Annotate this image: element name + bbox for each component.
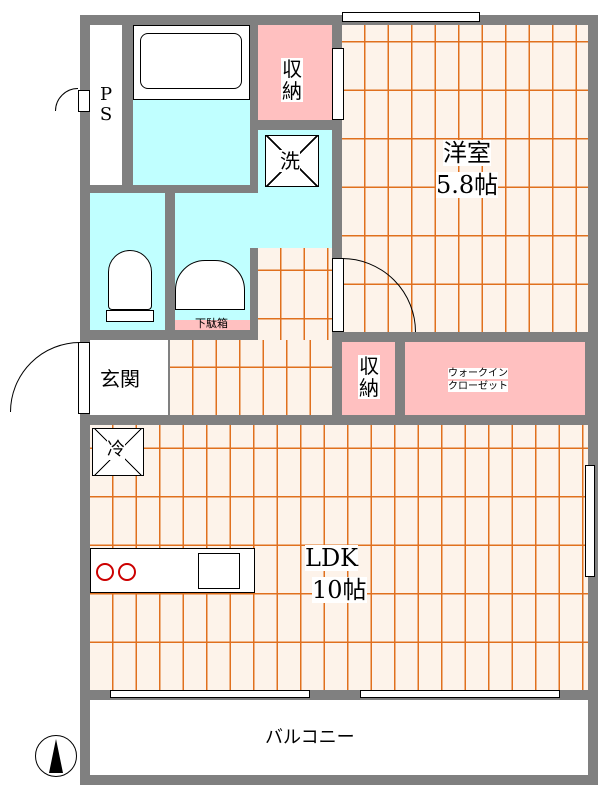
ldk-size: 10帖 (312, 576, 367, 604)
bathtub (133, 25, 250, 100)
bathtub-icon (140, 33, 242, 89)
washroom-hall (175, 193, 332, 248)
toilet-icon (108, 250, 152, 310)
ldk-name: LDK (305, 544, 359, 572)
hallway (170, 340, 332, 415)
western-room-size: 5.8帖 (436, 171, 499, 199)
window-balcony-left[interactable] (110, 690, 310, 698)
balcony-label: バルコニー (265, 727, 355, 748)
window-right[interactable] (585, 465, 595, 577)
ps-label: PS (98, 84, 114, 125)
entrance-label: 玄関 (100, 367, 140, 391)
storage-top-label: 収納 (281, 57, 303, 103)
north-compass-icon (35, 735, 77, 777)
shoe-box-label: 下駄箱 (195, 317, 228, 330)
stove-burner-icon (118, 563, 136, 581)
stove-burner-icon (96, 563, 114, 581)
kitchen-counter (90, 548, 255, 593)
washbasin-icon (175, 260, 245, 310)
western-room-name: 洋室 (443, 139, 491, 167)
storage-middle-label: 収納 (358, 354, 380, 400)
fridge-label: 冷 (107, 439, 125, 460)
window-balcony-right[interactable] (360, 690, 560, 698)
toilet-tank (106, 310, 154, 322)
ps-door[interactable] (78, 90, 90, 112)
shoe-box (175, 320, 250, 330)
wic-label-1: ウォークイン (448, 368, 508, 379)
sink-icon (198, 553, 240, 589)
closet-door[interactable] (332, 48, 344, 120)
wic-label-2: クローゼット (448, 381, 508, 392)
washer-label: 洗 (280, 149, 300, 173)
window-top[interactable] (342, 12, 480, 22)
